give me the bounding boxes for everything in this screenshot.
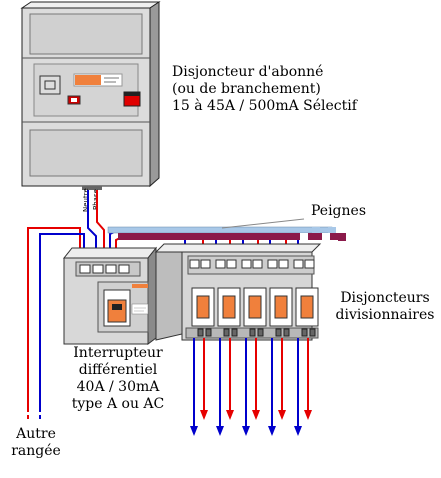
main-breaker-label-line1: Disjoncteur d'abonné xyxy=(172,64,324,80)
phase-supply-wire xyxy=(96,190,105,262)
other-row-label-line2: rangée xyxy=(11,443,61,459)
other-row-phase-wire xyxy=(27,227,81,408)
rcd-label-line3: 40A / 30mA xyxy=(76,379,160,395)
arrowheads-phase xyxy=(200,410,312,420)
neutral-wire-label: Neutre xyxy=(82,188,90,212)
combs-pointer xyxy=(221,218,305,229)
branch-breakers-label-line2: divisionnaires xyxy=(335,307,435,323)
combs-label: Peignes xyxy=(311,203,367,219)
display-window xyxy=(39,75,61,95)
branch-breakers-label: Disjoncteurs divisionnaires xyxy=(332,290,438,324)
other-row-label-line1: Autre xyxy=(16,426,56,442)
breaker-terminals-bottom xyxy=(197,328,316,337)
branch-breakers xyxy=(154,243,322,341)
main-breaker-label-line3: 15 à 45A / 500mA Sélectif xyxy=(172,98,357,114)
main-breaker xyxy=(20,1,161,190)
other-row-label: Autre rangée xyxy=(8,426,64,460)
main-breaker-label: Disjoncteur d'abonné (ou de branchement)… xyxy=(172,64,357,115)
rcd-device xyxy=(62,246,158,345)
rcd-toggle xyxy=(107,299,127,323)
main-breaker-label-line2: (ou de branchement) xyxy=(172,81,321,97)
arrowheads-neutral xyxy=(190,426,302,436)
rcd-label-line4: type A ou AC xyxy=(71,396,165,412)
rcd-label: Interrupteur différentiel 40A / 30mA typ… xyxy=(62,345,174,413)
rcd-label-line2: différentiel xyxy=(78,362,158,378)
breaker-terminals-top xyxy=(189,259,315,269)
phase-comb xyxy=(118,233,346,241)
other-row-neutral-wire xyxy=(39,233,85,408)
branch-breakers-label-line1: Disjoncteurs xyxy=(340,290,430,306)
breaker-switches xyxy=(191,287,319,327)
outgoing-wires xyxy=(193,338,309,428)
rcd-label-line1: Interrupteur xyxy=(73,345,163,361)
